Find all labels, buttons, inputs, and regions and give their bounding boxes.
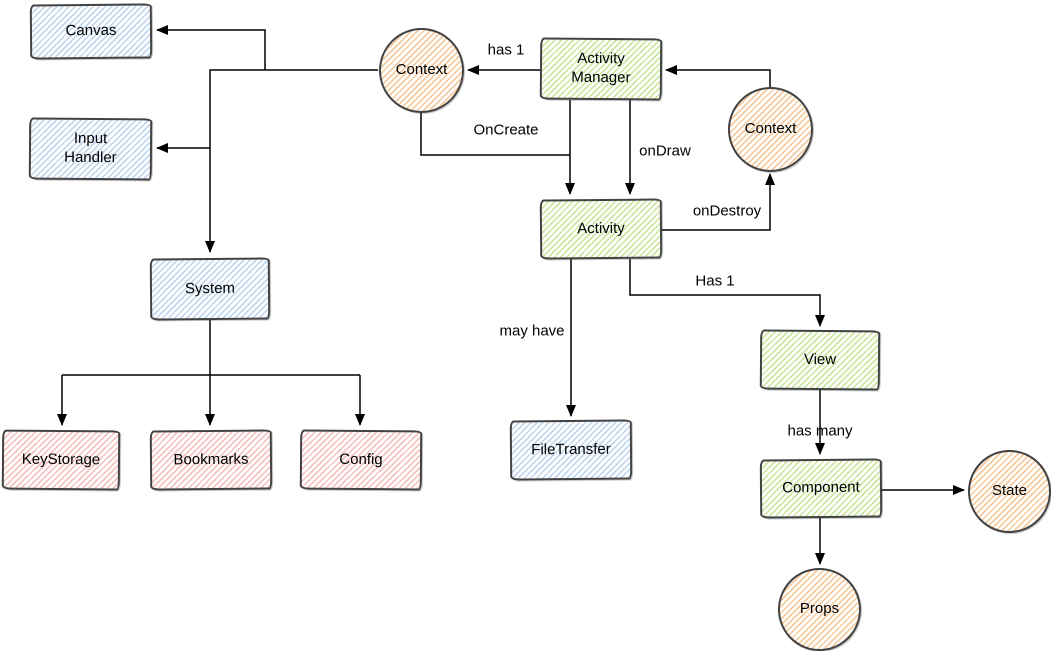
node-keystorage: KeyStorage: [1, 429, 121, 491]
edge-activity-to-view: [629, 259, 825, 327]
node-component: Component: [759, 458, 883, 519]
edge-label-ondraw: onDraw: [639, 142, 691, 160]
edge-label-has-1-bottom: Has 1: [695, 272, 735, 290]
edge-ondestroy: [662, 173, 775, 231]
node-view: View: [759, 329, 881, 391]
node-config: Config: [299, 429, 423, 491]
node-context-left: Context: [379, 28, 464, 113]
edge-context-to-canvas: [156, 25, 266, 70]
node-system: System: [149, 257, 271, 321]
node-activity: Activity: [539, 198, 663, 260]
edge-label-oncreate: OnCreate: [473, 121, 539, 139]
node-context-right: Context: [728, 87, 813, 172]
edge-label-has-many: has many: [787, 422, 853, 440]
node-activity-manager: Activity Manager: [539, 37, 663, 101]
node-props: Props: [778, 568, 861, 651]
edge-context-right-to-activity-manager: [665, 65, 771, 88]
node-input-handler: Input Handler: [28, 117, 153, 181]
edge-oncreate: [420, 112, 570, 156]
edge-label-has-1-top: has 1: [487, 41, 525, 59]
node-filetransfer: FileTransfer: [509, 419, 633, 481]
node-canvas: Canvas: [29, 3, 153, 60]
edge-system-stem: [62, 320, 360, 376]
edge-label-may-have: may have: [499, 322, 565, 340]
edge-label-ondestroy: onDestroy: [692, 202, 762, 220]
node-state: State: [968, 450, 1051, 533]
node-bookmarks: Bookmarks: [149, 429, 273, 491]
edge-context-to-system: [205, 69, 378, 253]
